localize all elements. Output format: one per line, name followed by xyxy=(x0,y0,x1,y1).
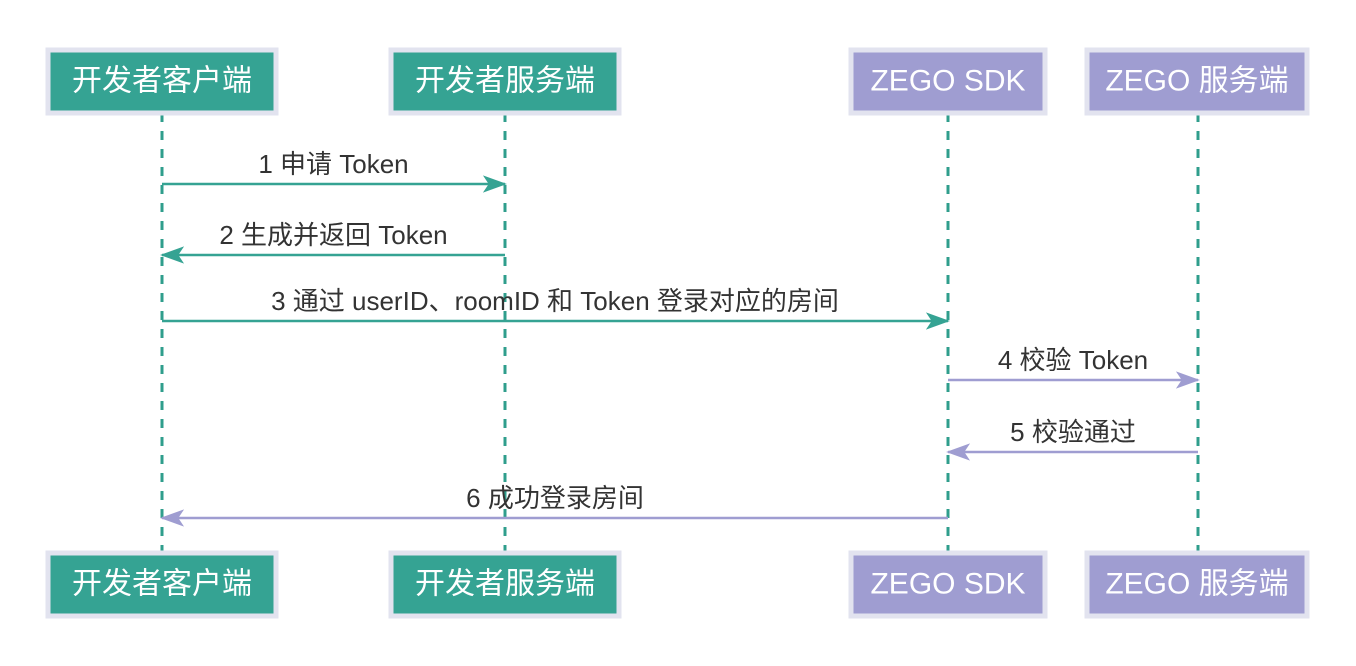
participant-box-rect xyxy=(848,47,1048,116)
participant-zego-server-footer[interactable]: ZEGO 服务端 xyxy=(1084,550,1310,619)
participant-box-rect xyxy=(45,550,279,619)
participant-dev-server-header[interactable]: 开发者服务端 xyxy=(388,47,622,116)
message-4: 4 校验 Token xyxy=(948,345,1200,389)
participant-dev-server-footer[interactable]: 开发者服务端 xyxy=(388,550,622,619)
lifelines-layer xyxy=(160,113,1200,553)
participant-label: 开发者服务端 xyxy=(415,567,595,600)
participant-label: 开发者服务端 xyxy=(415,64,595,97)
participant-label: 开发者客户端 xyxy=(72,567,252,600)
message-label-3: 3 通过 userID、roomID 和 Token 登录对应的房间 xyxy=(271,286,839,316)
participant-dev-client-header[interactable]: 开发者客户端 xyxy=(45,47,279,116)
message-2: 2 生成并返回 Token xyxy=(160,220,505,264)
participant-label: ZEGO SDK xyxy=(870,64,1025,97)
participant-box-rect xyxy=(45,47,279,116)
message-1: 1 申请 Token xyxy=(162,149,507,193)
participant-zego-sdk-header[interactable]: ZEGO SDK xyxy=(848,47,1048,116)
participant-zego-sdk-footer[interactable]: ZEGO SDK xyxy=(848,550,1048,619)
participant-label: ZEGO SDK xyxy=(870,567,1025,600)
participant-box-rect xyxy=(848,550,1048,619)
message-6: 6 成功登录房间 xyxy=(160,483,948,527)
message-label-4: 4 校验 Token xyxy=(998,345,1148,375)
participant-label: ZEGO 服务端 xyxy=(1105,64,1288,97)
participant-box-rect xyxy=(388,47,622,116)
message-3: 3 通过 userID、roomID 和 Token 登录对应的房间 xyxy=(162,286,950,330)
participant-label: 开发者客户端 xyxy=(72,64,252,97)
participant-box-rect xyxy=(388,550,622,619)
message-label-2: 2 生成并返回 Token xyxy=(219,220,447,250)
participant-box-rect xyxy=(1084,47,1310,116)
message-label-1: 1 申请 Token xyxy=(258,149,408,179)
messages-layer: 1 申请 Token 2 生成并返回 Token 3 通过 userID、roomI… xyxy=(160,149,1200,527)
participant-box-rect xyxy=(1084,550,1310,619)
participant-dev-client-footer[interactable]: 开发者客户端 xyxy=(45,550,279,619)
message-label-5: 5 校验通过 xyxy=(1010,417,1136,447)
message-label-6: 6 成功登录房间 xyxy=(466,483,644,513)
message-5: 5 校验通过 xyxy=(946,417,1198,461)
participant-zego-server-header[interactable]: ZEGO 服务端 xyxy=(1084,47,1310,116)
participant-label: ZEGO 服务端 xyxy=(1105,567,1288,600)
